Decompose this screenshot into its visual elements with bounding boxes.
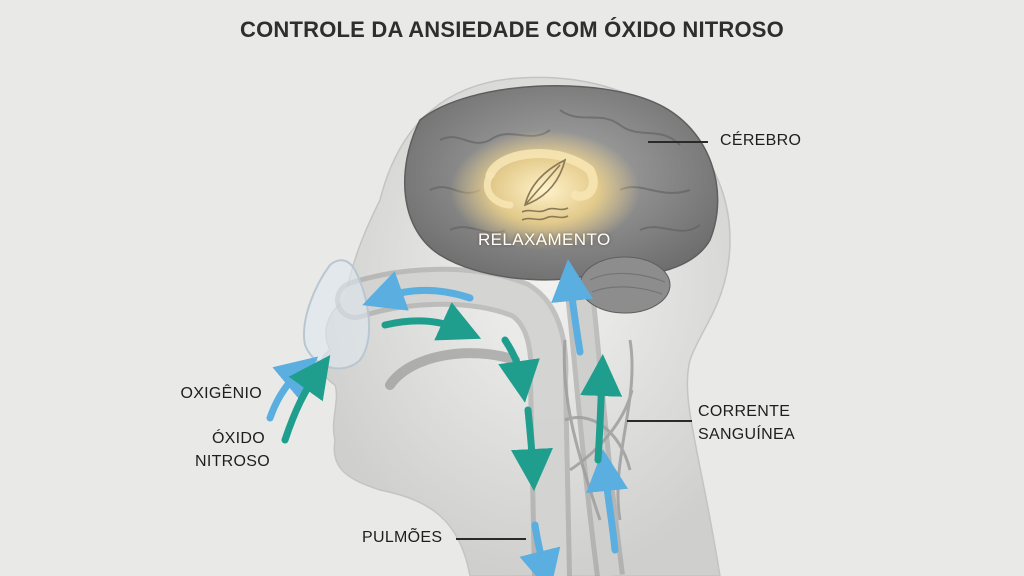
oxygen-label: OXIGÊNIO [180,385,262,402]
brain-label: CÉREBRO [720,132,802,149]
nasal-mask [303,259,371,370]
nitrous-oxide-label-line2: NITROSO [195,453,270,470]
feather-icon [521,158,569,221]
lungs-leader-line [456,538,526,540]
nitrous-oxide-flow [281,302,623,491]
brain [404,84,719,314]
brain-leader-line [648,141,708,143]
bloodstream-label-line2: SANGUÍNEA [698,426,795,443]
nitrous-oxide-label-line1: ÓXIDO [211,430,265,447]
bloodstream-leader-line [627,420,692,422]
diagram-title: CONTROLE DA ANSIEDADE COM ÓXIDO NITROSO [240,17,784,42]
relaxation-label: RELAXAMENTO [478,230,611,249]
bloodstream-label-line1: CORRENTE [698,403,791,420]
lungs-label: PULMÕES [362,529,443,546]
